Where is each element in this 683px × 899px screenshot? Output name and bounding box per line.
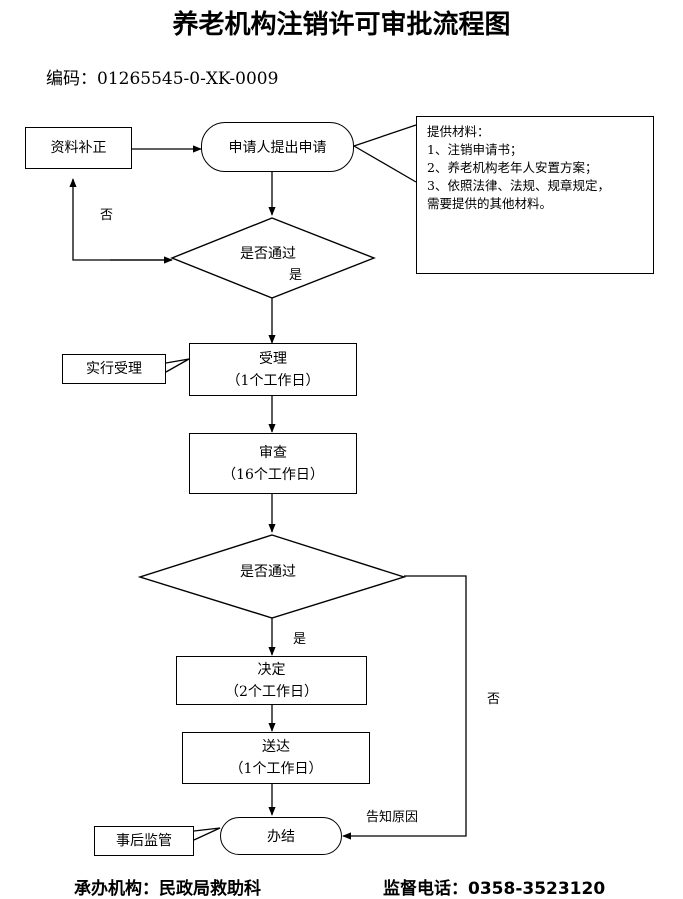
decision2-label: 是否通过 <box>240 564 296 580</box>
review-box: 审查 （16个工作日） <box>189 433 357 494</box>
edge-decision2-no <box>342 575 467 840</box>
materials-item-4: 需要提供的其他材料。 <box>427 196 553 211</box>
edge-label-yes-1: 是 <box>289 268 303 283</box>
finish-label: 办结 <box>267 829 295 845</box>
review-days: （16个工作日） <box>222 466 324 483</box>
footer-organizer: 承办机构：民政局救助科 <box>74 879 261 899</box>
supervise-note-label: 事后监管 <box>116 833 172 849</box>
supervise-note-box: 事后监管 <box>94 826 194 856</box>
accept-title: 受理 <box>259 350 287 367</box>
edge-label-yes-2: 是 <box>293 632 307 647</box>
edge-apply-materials <box>353 124 417 147</box>
accept-box: 受理 （1个工作日） <box>189 343 357 396</box>
decide-title: 决定 <box>257 661 286 678</box>
accept-days: （1个工作日） <box>226 372 320 389</box>
document-code: 编码：01265545-0-XK-0009 <box>46 69 279 89</box>
materials-note: 提供材料： 1、注销申请书； 2、养老机构老年人安置方案； 3、依照法律、法规、… <box>416 116 654 274</box>
materials-heading: 提供材料： <box>427 124 490 139</box>
footer-phone: 监督电话：0358-3523120 <box>383 879 606 899</box>
decide-days: （2个工作日） <box>225 683 318 700</box>
materials-item-2: 2、养老机构老年人安置方案； <box>427 160 598 175</box>
deliver-days: （1个工作日） <box>229 761 323 777</box>
accept-note-box: 实行受理 <box>62 354 166 384</box>
decision2-shape <box>137 534 407 619</box>
decision1-label: 是否通过 <box>240 246 296 262</box>
supplement-label: 资料补正 <box>50 140 107 156</box>
deliver-title: 送达 <box>262 739 290 755</box>
edge-accept-callout <box>165 358 190 373</box>
edge-label-no-2: 否 <box>487 692 501 707</box>
supplement-box: 资料补正 <box>25 127 132 169</box>
apply-node: 申请人提出申请 <box>201 122 354 172</box>
decide-box: 决定 （2个工作日） <box>176 656 367 705</box>
edge-decision1-no <box>69 178 172 261</box>
finish-node: 办结 <box>220 817 342 855</box>
materials-item-3: 3、依照法律、法规、规章规定， <box>427 178 610 193</box>
accept-note-label: 实行受理 <box>86 361 142 377</box>
edge-supervise-callout <box>193 827 221 841</box>
materials-item-1: 1、注销申请书； <box>427 142 523 157</box>
decision1-shape <box>170 217 376 299</box>
apply-label: 申请人提出申请 <box>228 140 327 156</box>
deliver-box: 送达 （1个工作日） <box>182 732 370 784</box>
page-title: 养老机构注销许可审批流程图 <box>172 10 511 40</box>
edge-apply-materials-2 <box>353 145 417 183</box>
review-title: 审查 <box>259 444 287 461</box>
edge-label-no-1: 否 <box>100 208 114 223</box>
edge-label-reason: 告知原因 <box>366 810 419 825</box>
